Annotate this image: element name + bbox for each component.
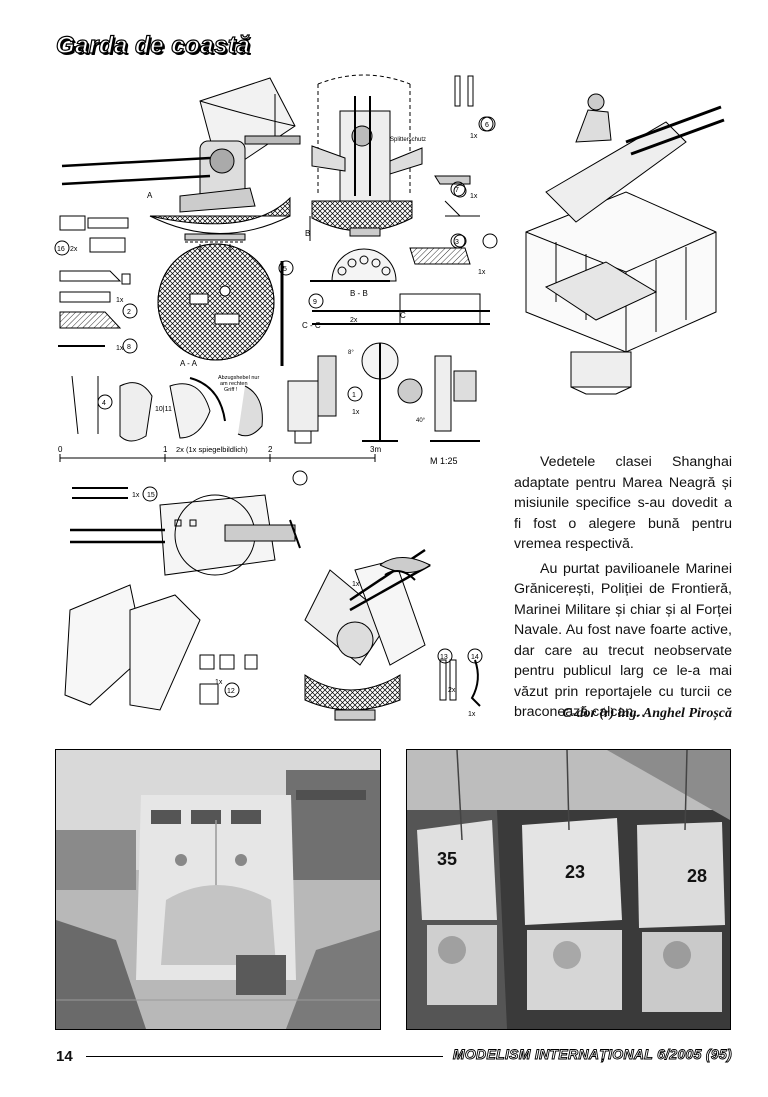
marker-b: B: [305, 229, 310, 238]
hull-number-2: 23: [565, 862, 585, 882]
part-15: 15: [147, 492, 155, 499]
part-1: 1: [352, 392, 356, 399]
shield-parts: [64, 584, 258, 711]
article-text: Vedetele clasei Shanghai adaptate pentru…: [514, 452, 732, 727]
hull-number-1: 35: [437, 849, 457, 869]
qty-1x-f: 1x: [352, 409, 360, 416]
qty-2x-a: 2x: [70, 246, 78, 253]
part-6: 6: [485, 122, 489, 129]
trigger-note-2: am rechten: [220, 381, 248, 387]
top-view-gun: [70, 494, 301, 576]
parts-column-left: [58, 215, 263, 442]
marker-a: A: [147, 191, 153, 200]
section-title: Garda de coastă: [55, 31, 251, 59]
article-paragraph-1: Vedetele clasei Shanghai adaptate pentru…: [514, 454, 732, 552]
scale-ratio: M 1:25: [430, 456, 458, 464]
trigger-note-1: Abzugshebel nur: [218, 375, 259, 381]
section-bb: [331, 248, 397, 282]
article-paragraph-2: Au purtat pavilioanele Marinei Grănicere…: [514, 560, 732, 721]
part-2: 2: [127, 309, 131, 316]
side-view-gun: [61, 77, 301, 252]
qty-1x-b: 1x: [470, 193, 478, 200]
part-4: 4: [102, 400, 106, 407]
section-cc-label: C - C: [302, 321, 321, 330]
qty-2x-c: 2x: [448, 687, 456, 694]
part-5: 5: [283, 266, 287, 273]
part-8: 8: [127, 344, 131, 351]
footer-rule: [86, 1056, 443, 1057]
magazine-title: MODELISM INTERNAȚIONAL 6/2005 (95): [452, 1046, 732, 1063]
section-bb-label: B - B: [350, 289, 368, 298]
qty-1x-h: 1x: [215, 679, 223, 686]
gun-plans-top: A B C Splitterschutz B - B A - A C - C A…: [54, 74, 498, 464]
angle-8: 8°: [348, 350, 354, 356]
page-number: 14: [56, 1048, 73, 1065]
perspective-gun: [304, 548, 431, 721]
part-13: 13: [440, 654, 448, 661]
angle-40: 40°: [416, 418, 426, 424]
scale-bar: [59, 454, 376, 462]
qty-2x-b: 2x: [350, 317, 358, 324]
qty-1x-c: 1x: [478, 269, 486, 276]
part-9: 9: [313, 299, 317, 306]
gun-plans-bottom: 15 1x 12 1x 13 14 2x 1x 1x: [64, 470, 483, 721]
parts-column-right: [409, 75, 494, 265]
section-aa-label: A - A: [180, 359, 198, 368]
trigger-note-3: Griff !: [224, 387, 238, 393]
hull-number-3: 28: [687, 866, 707, 886]
qty-1x-e: 1x: [116, 345, 124, 352]
part-3: 3: [455, 239, 459, 246]
qty-1x-g: 1x: [132, 492, 140, 499]
part-16: 16: [57, 246, 65, 253]
part-12: 12: [227, 688, 235, 695]
scale-1: 1: [163, 445, 168, 454]
splitterschutz-label: Splitterschutz: [390, 137, 426, 143]
isometric-turret-drawing: [525, 93, 725, 395]
qty-1x-i: 1x: [468, 711, 476, 718]
pedestal-parts: [287, 342, 480, 444]
qty-1x-d: 1x: [116, 297, 124, 304]
small-parts-bottom: [384, 570, 481, 707]
marker-c: C: [400, 311, 406, 320]
section-aa: [157, 243, 275, 361]
scale-2: 2: [268, 445, 273, 454]
mirror-note: 2x (1x spiegelbildlich): [176, 445, 248, 454]
photo-boat-deck: [55, 749, 381, 1030]
part-10-11: 10|11: [155, 406, 172, 413]
photo-moored-boats: 35 23 28: [406, 749, 731, 1030]
scale-0: 0: [58, 445, 63, 454]
part-14: 14: [471, 654, 479, 661]
author-signature: C-dor (r) ing. Anghel Piroșcă: [562, 706, 732, 721]
scale-3: 3m: [370, 445, 381, 454]
front-view-gun: [309, 74, 423, 241]
part-7: 7: [455, 187, 459, 194]
qty-1x-a: 1x: [470, 133, 478, 140]
qty-1x-j: 1x: [352, 581, 360, 588]
